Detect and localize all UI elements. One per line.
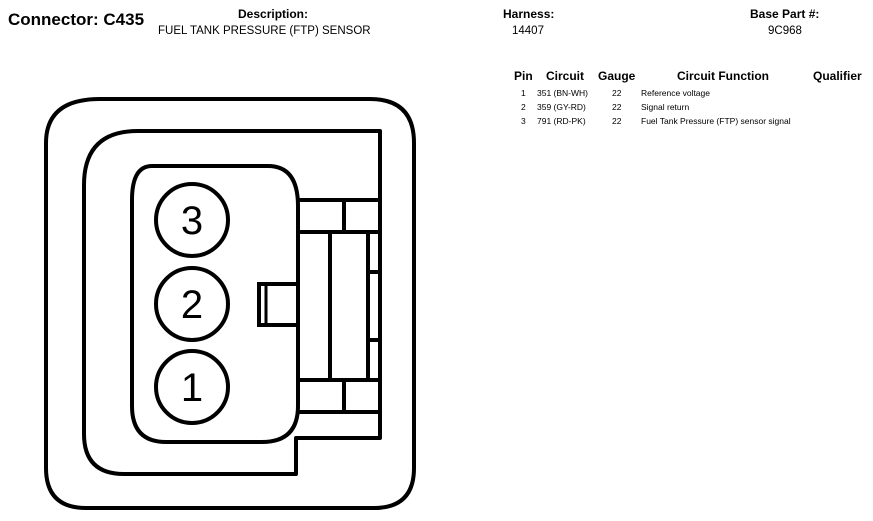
pin-3: 3 [154, 182, 230, 258]
pin-cell: 3 [521, 116, 526, 126]
circuit-function-cell: Reference voltage [641, 88, 710, 98]
pin-cell: 1 [521, 88, 526, 98]
circuit-header: Circuit [546, 69, 585, 83]
table-row: 2 359 (GY-RD) 22 Signal return [0, 102, 873, 116]
description-label: Description: [238, 7, 309, 21]
circuit-cell: 791 (RD-PK) [537, 116, 586, 126]
circuit-function-cell: Signal return [641, 102, 690, 112]
base-part-value: 9C968 [768, 25, 802, 37]
harness-value: 14407 [512, 25, 544, 37]
table-row: 3 791 (RD-PK) 22 Fuel Tank Pressure (FTP… [0, 116, 873, 130]
pin-label: 2 [181, 283, 203, 327]
table-row: 1 351 (BN-WH) 22 Reference voltage [0, 88, 873, 102]
gauge-header: Gauge [598, 69, 636, 83]
circuit-cell: 359 (GY-RD) [537, 102, 586, 112]
pin-1: 1 [154, 349, 230, 425]
pin-label: 1 [181, 366, 203, 410]
description-value: FUEL TANK PRESSURE (FTP) SENSOR [158, 25, 371, 37]
pin-cell: 2 [521, 102, 526, 112]
harness-label: Harness: [503, 7, 555, 21]
qualifier-header: Qualifier [813, 69, 862, 83]
pin-circle [154, 182, 230, 258]
pin-header: Pin [514, 69, 533, 83]
gauge-cell: 22 [612, 102, 622, 112]
gauge-cell: 22 [612, 116, 622, 126]
pin-label: 3 [181, 199, 203, 243]
pin-2: 2 [154, 266, 230, 342]
locking-tab-inner [264, 282, 300, 327]
pin-circle [154, 266, 230, 342]
circuit-cell: 351 (BN-WH) [537, 88, 589, 98]
circuit-function-header: Circuit Function [677, 69, 769, 83]
inner-shell-outline [82, 129, 382, 476]
outer-housing-outline [44, 97, 416, 510]
base-part-label: Base Part #: [750, 7, 820, 21]
gauge-cell: 22 [612, 88, 622, 98]
connector-title: Connector: C435 [8, 10, 145, 29]
circuit-function-cell: Fuel Tank Pressure (FTP) sensor signal [641, 116, 791, 126]
latch-rails [298, 198, 380, 414]
pin-cavity-insert [130, 164, 300, 444]
pin-circle [154, 349, 230, 425]
